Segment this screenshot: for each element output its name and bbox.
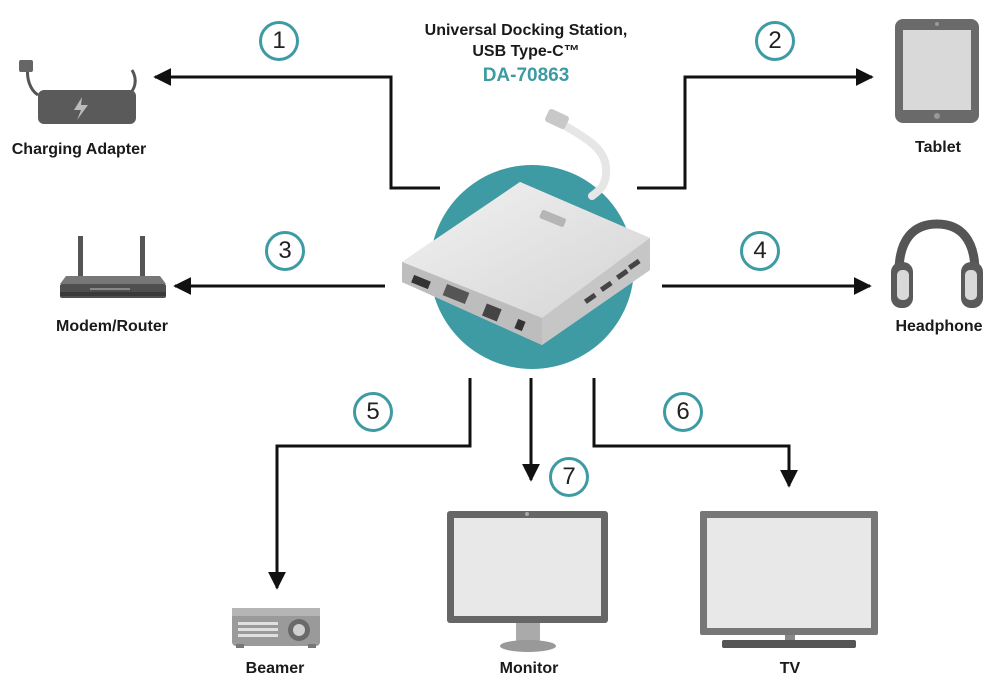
model-number: DA-70863 xyxy=(482,65,570,86)
title-line-1: Universal Docking Station, xyxy=(424,22,628,39)
docking-station xyxy=(402,108,650,369)
arrow-2 xyxy=(637,68,874,190)
tablet-icon xyxy=(895,19,979,123)
charging-adapter-icon xyxy=(19,60,137,124)
arrow-6 xyxy=(592,378,798,488)
badge-7: 7 xyxy=(549,457,589,497)
label-beamer: Beamer xyxy=(245,660,305,677)
badge-4: 4 xyxy=(740,231,780,271)
product-title: Universal Docking Station, USB Type-C™ D… xyxy=(425,20,628,86)
headphone-icon xyxy=(891,219,983,308)
arrow-5 xyxy=(268,378,472,590)
badge-6: 6 xyxy=(663,392,703,432)
badge-2: 2 xyxy=(755,21,795,61)
badge-5: 5 xyxy=(353,392,393,432)
label-tv: TV xyxy=(779,660,801,677)
label-tablet: Tablet xyxy=(915,139,961,156)
projector-icon xyxy=(232,608,320,648)
label-modem-router: Modem/Router xyxy=(56,318,168,335)
label-monitor: Monitor xyxy=(499,660,559,677)
arrows xyxy=(153,68,874,590)
badge-1: 1 xyxy=(259,21,299,61)
label-charging-adapter: Charging Adapter xyxy=(11,141,147,158)
label-headphone: Headphone xyxy=(895,318,983,335)
tv-icon xyxy=(700,511,878,648)
badge-3: 3 xyxy=(265,231,305,271)
arrow-1 xyxy=(153,68,440,190)
title-line-2: USB Type-C™ xyxy=(472,43,580,60)
monitor-icon xyxy=(447,511,608,652)
router-icon xyxy=(60,236,166,298)
